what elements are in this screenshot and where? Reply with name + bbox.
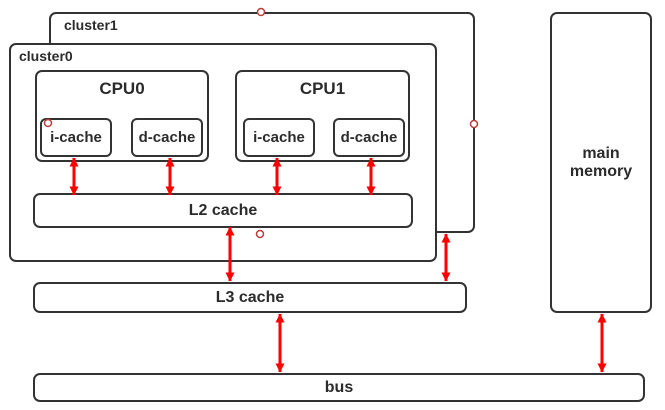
node-cpu1-dcache: d-cache — [333, 118, 405, 157]
node-l3-cache: L3 cache — [33, 282, 467, 313]
bus-label: bus — [324, 378, 354, 396]
node-cpu0-icache: i-cache — [40, 118, 112, 157]
cluster1-label: cluster1 — [64, 17, 118, 33]
node-cpu1-icache: i-cache — [243, 118, 315, 157]
main-memory-label: main memory — [569, 144, 633, 180]
l2-cache-label: L2 cache — [188, 201, 258, 219]
cpu0-dcache-label: d-cache — [138, 129, 196, 146]
cpu1-dcache-label: d-cache — [340, 129, 398, 146]
cluster0-label: cluster0 — [19, 48, 73, 64]
node-l2-cache: L2 cache — [33, 193, 413, 228]
node-main-memory: main memory — [550, 12, 652, 313]
cpu1-label: CPU1 — [299, 79, 346, 98]
l3-cache-label: L3 cache — [215, 288, 285, 306]
node-bus: bus — [33, 373, 645, 402]
cpu1-icache-label: i-cache — [253, 129, 305, 146]
cpu0-label: CPU0 — [99, 79, 145, 98]
cpu0-icache-label: i-cache — [50, 129, 102, 146]
node-cpu0-dcache: d-cache — [131, 118, 203, 157]
